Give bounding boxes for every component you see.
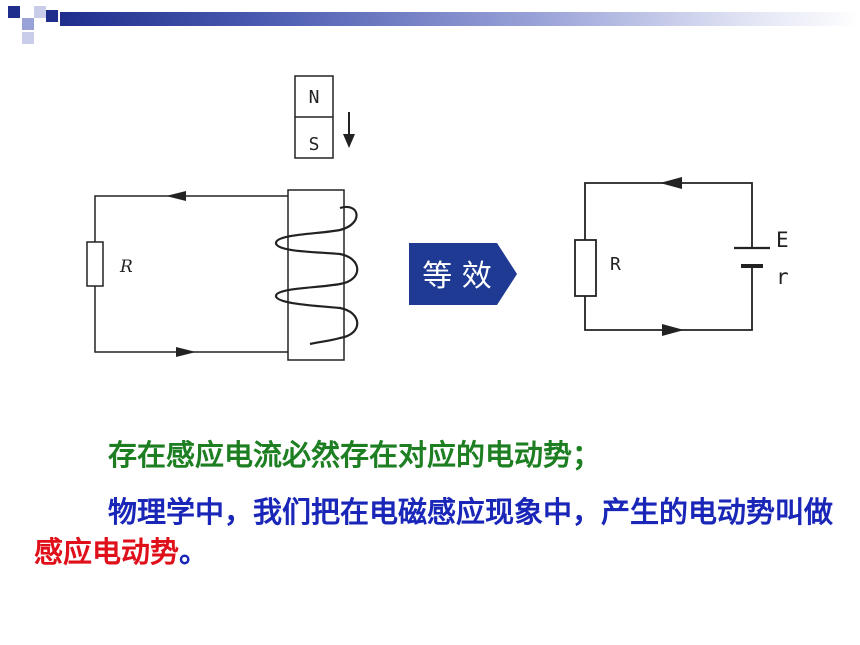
right-resistor-label: R: [610, 254, 621, 275]
header-square-3: [34, 6, 46, 18]
solenoid-core: [287, 189, 345, 361]
emf-label: E: [776, 228, 789, 252]
definition-end: 。: [179, 535, 209, 569]
left-circuit-top-arrow-icon: [166, 191, 186, 201]
down-arrow-icon: [343, 112, 355, 148]
magnet-north-label: N: [309, 87, 320, 108]
magnet-south-label: S: [309, 134, 320, 155]
right-circuit-top-arrow-icon: [660, 177, 682, 189]
left-circuit-bottom-arrow-icon: [176, 347, 196, 357]
definition-text: 物理学中，我们把在电磁感应现象中，产生的电动势叫做: [108, 495, 834, 529]
battery-symbol: [734, 246, 770, 268]
internal-resistance-label: r: [776, 265, 789, 289]
left-resistor: [86, 241, 104, 287]
statement-line-1: 存在感应电流必然存在对应的电动势；: [108, 438, 602, 472]
header-square-4: [46, 10, 58, 22]
header-gradient-bar: [60, 12, 860, 26]
header-square-2: [22, 18, 34, 30]
definition-paragraph: 物理学中，我们把在电磁感应现象中，产生的电动势叫做感应电动势。: [34, 492, 844, 572]
right-circuit-bottom-arrow-icon: [662, 324, 684, 336]
induction-diagram: N S R 等 效 R E r: [86, 75, 789, 361]
equivalence-badge-label: 等 效: [422, 259, 492, 294]
header-square-1: [8, 6, 20, 18]
left-resistor-label: R: [119, 257, 133, 277]
equivalence-badge: 等 效: [409, 243, 517, 305]
bar-magnet: N S: [294, 75, 334, 159]
highlighted-term: 感应电动势: [34, 535, 180, 569]
solenoid-coil: [274, 205, 359, 346]
header-square-5: [22, 32, 34, 44]
right-resistor: [574, 239, 597, 297]
